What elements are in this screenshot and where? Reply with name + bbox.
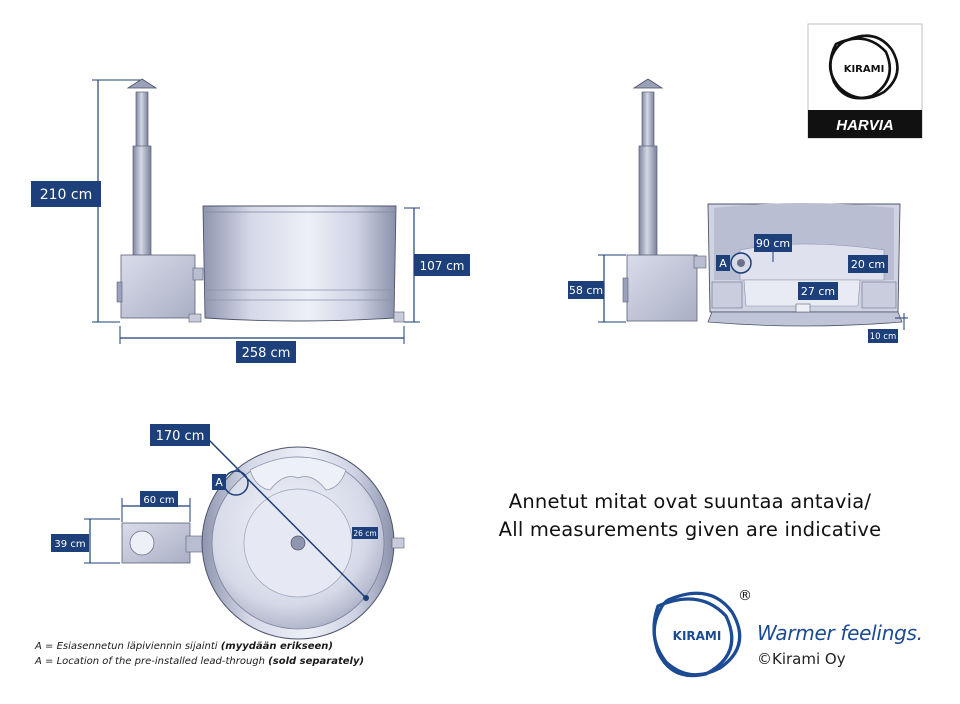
note-english-text: A = Location of the pre-installed lead-t… bbox=[35, 656, 269, 667]
statement-line-2: All measurements given are indicative bbox=[498, 518, 882, 541]
marker-box-top bbox=[212, 474, 226, 490]
note-finnish-bold: (myydään erikseen) bbox=[220, 641, 333, 652]
side-view: 210 cm 107 cm 258 cm bbox=[31, 78, 470, 363]
tub-height-label-box bbox=[414, 254, 470, 276]
marker-label-side: A bbox=[719, 257, 727, 270]
note-english-bold: (sold separately) bbox=[268, 656, 365, 667]
base-height-label-box bbox=[868, 329, 898, 343]
kirami-logo-mark bbox=[652, 591, 742, 678]
bench-height-label: 20 cm bbox=[851, 258, 885, 271]
heater-side bbox=[120, 254, 196, 319]
heater-side-2 bbox=[626, 254, 698, 322]
base-height-label: 10 cm bbox=[870, 332, 896, 342]
marker-label-top: A bbox=[215, 476, 223, 489]
heater-height-label-box bbox=[568, 281, 604, 299]
heater-foot bbox=[188, 313, 202, 323]
heater-handle bbox=[116, 281, 123, 303]
diameter-label: 170 cm bbox=[156, 429, 205, 444]
heater-pipe-2 bbox=[693, 255, 707, 269]
note-english: A = Location of the pre-installed lead-t… bbox=[35, 656, 364, 667]
tub-drain-2 bbox=[795, 303, 811, 313]
tub-side-block bbox=[711, 281, 743, 309]
kirami-badge-mark bbox=[828, 34, 899, 100]
lead-through-label-box bbox=[754, 234, 792, 252]
diameter-end bbox=[363, 595, 369, 601]
copyright: ©Kirami Oy bbox=[757, 650, 846, 668]
heater-width-label-box bbox=[140, 491, 178, 507]
lead-through-label: 90 cm bbox=[756, 237, 790, 250]
kirami-badge-text: KIRAMI bbox=[844, 64, 885, 75]
total-width-label-box bbox=[236, 341, 296, 363]
section-view: 58 cm A 90 cm 20 cm 27 cm 10 cm bbox=[568, 78, 908, 343]
heater-depth-label-box bbox=[51, 534, 89, 552]
floor-depth-label: 27 cm bbox=[801, 285, 835, 298]
top-view: 170 cm 60 cm 39 cm A 26 cm bbox=[51, 424, 405, 640]
bench-width-label-box bbox=[352, 527, 378, 539]
heater-chimney-hole bbox=[129, 530, 155, 556]
tub-side-block-2 bbox=[861, 281, 897, 309]
note-finnish-text: A = Esiasennetun läpiviennin sijainti bbox=[35, 641, 221, 652]
tub-top-drain-out bbox=[391, 537, 405, 549]
kirami-logo: KIRAMI bbox=[652, 591, 742, 678]
chimney-lower-2 bbox=[638, 145, 658, 257]
harvia-logo-text: HARVIA bbox=[836, 117, 894, 134]
heater-depth-label: 39 cm bbox=[54, 539, 85, 550]
chimney-upper-2 bbox=[641, 91, 655, 149]
diameter-label-box bbox=[150, 424, 210, 446]
statement-line-1: Annetut mitat ovat suuntaa antavia/ bbox=[508, 490, 872, 513]
diameter-line bbox=[205, 436, 367, 599]
harvia-bar bbox=[808, 110, 922, 138]
total-height-label-box bbox=[31, 181, 101, 207]
heater-handle-2 bbox=[622, 277, 629, 303]
tub-top-drain bbox=[290, 535, 306, 551]
heater-width-label: 60 cm bbox=[143, 495, 174, 506]
chimney-cap bbox=[126, 78, 158, 89]
registered-mark: ® bbox=[738, 588, 752, 604]
brand-badge: HARVIA KIRAMI bbox=[807, 23, 923, 139]
heater-connector bbox=[185, 535, 205, 553]
heater-pipe bbox=[192, 267, 204, 281]
tub-drain bbox=[393, 311, 405, 323]
total-height-label: 210 cm bbox=[40, 187, 93, 203]
chimney-cap-2 bbox=[632, 78, 664, 89]
slogan: Warmer feelings. bbox=[757, 621, 923, 645]
bench-width-label: 26 cm bbox=[353, 529, 376, 538]
tub-base bbox=[707, 311, 903, 327]
floor-depth-label-box bbox=[798, 282, 838, 300]
tub-side bbox=[202, 205, 397, 322]
tub-height-label: 107 cm bbox=[419, 259, 464, 273]
tub-top-bench bbox=[249, 456, 347, 491]
lead-through-center bbox=[737, 259, 745, 267]
marker-box-side bbox=[716, 255, 730, 271]
note-finnish: A = Esiasennetun läpiviennin sijainti (m… bbox=[35, 641, 333, 652]
kirami-logo-text: KIRAMI bbox=[673, 629, 722, 643]
bench-height-label-box bbox=[848, 255, 888, 273]
total-width-label: 258 cm bbox=[242, 346, 291, 361]
heater-height-label: 58 cm bbox=[569, 284, 603, 297]
chimney-lower bbox=[132, 145, 152, 257]
chimney-upper bbox=[135, 91, 149, 149]
